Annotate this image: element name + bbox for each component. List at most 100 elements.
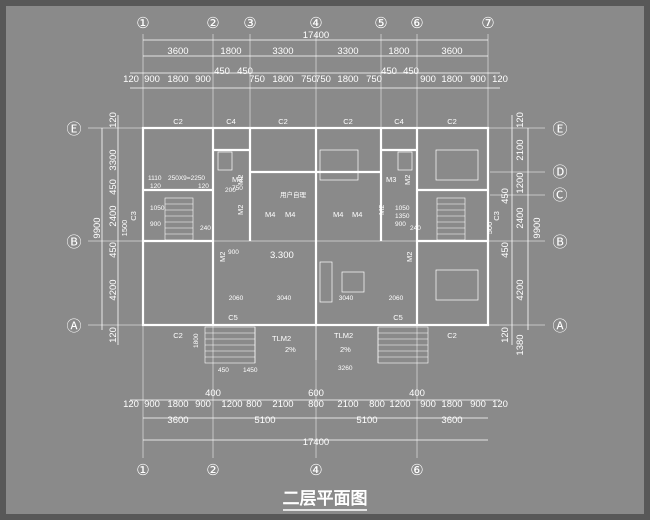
- axis-label: ①: [136, 462, 149, 479]
- dim: 450: [403, 66, 419, 77]
- dim: 450: [500, 242, 511, 258]
- dim: 450: [500, 188, 511, 204]
- dim: 750: [249, 74, 265, 85]
- misc-dim: 1050: [395, 205, 410, 212]
- dim: 1800: [388, 46, 409, 57]
- dim: 9900: [92, 217, 103, 238]
- stair-dim: 1110: [148, 175, 162, 182]
- dim: 750: [366, 74, 382, 85]
- dim: 750: [301, 74, 317, 85]
- stair-dim: 250X9=2250: [168, 175, 205, 182]
- terrace-slope: 2%: [340, 345, 351, 354]
- dim: 900: [144, 399, 160, 410]
- dim: 2400: [108, 205, 119, 226]
- dimension-lines: [101, 39, 529, 441]
- dim: 120: [492, 74, 508, 85]
- axis-label: ④: [309, 462, 322, 479]
- stair-dim: 200: [225, 187, 236, 194]
- dim: 3600: [167, 46, 188, 57]
- dim: 2100: [337, 399, 358, 410]
- door-label: M2: [377, 205, 386, 215]
- axis-label: Ⓑ: [552, 234, 567, 251]
- axis-label: ④: [309, 15, 322, 32]
- floor-level: 3.300: [270, 250, 294, 261]
- bottom-axes: ① ② ④ ⑥: [136, 462, 423, 479]
- misc-dim: 900: [228, 249, 239, 256]
- stairs: [164, 197, 466, 241]
- axis-label: ⑥: [410, 462, 423, 479]
- dim: 400: [409, 388, 425, 399]
- dim: 900: [420, 74, 436, 85]
- hall-dim: 3040: [277, 295, 292, 302]
- dim: 5100: [356, 415, 377, 426]
- dim-total: 17400: [303, 30, 329, 41]
- window-label: C2: [343, 117, 353, 126]
- axis-label: Ⓐ: [66, 318, 81, 335]
- dim: 120: [123, 74, 139, 85]
- misc-dim: 240: [410, 225, 421, 232]
- top-axes: ① ② ③ ④ ⑤ ⑥ ⑦: [136, 15, 494, 32]
- axis-label: ⑥: [410, 15, 423, 32]
- axis-label: Ⓔ: [552, 121, 567, 138]
- dim: 1800: [272, 74, 293, 85]
- dim: 1800: [167, 399, 188, 410]
- axis-label: ②: [206, 15, 219, 32]
- window-label: C2: [173, 331, 183, 340]
- dim: 120: [500, 327, 511, 343]
- dim: 3300: [337, 46, 358, 57]
- axis-label: Ⓐ: [552, 318, 567, 335]
- door-label: M2: [236, 205, 245, 215]
- terrace-door: TLM2: [272, 334, 291, 343]
- dim: 500: [485, 222, 494, 235]
- terrace-dim: 1450: [243, 367, 258, 374]
- bottom-dimensions: 400 600 400 120 900 1800 900 1200 800 21…: [123, 388, 508, 448]
- dim: 800: [308, 399, 324, 410]
- stair-dim: 120: [198, 183, 209, 190]
- dim: 600: [308, 388, 324, 399]
- dim: 3300: [272, 46, 293, 57]
- dim: 450: [237, 66, 253, 77]
- dim: 900: [470, 74, 486, 85]
- axis-label: ②: [206, 462, 219, 479]
- dim: 3600: [167, 415, 188, 426]
- dim: 3600: [441, 415, 462, 426]
- dim: 2100: [272, 399, 293, 410]
- terrace-dim: 3260: [338, 365, 353, 372]
- dim: 1800: [167, 74, 188, 85]
- dim: 900: [420, 399, 436, 410]
- window-label: C3: [129, 211, 138, 221]
- walls: [141, 126, 490, 327]
- axis-label: Ⓒ: [552, 187, 567, 204]
- dim: 1200: [389, 399, 410, 410]
- window-label: C2: [173, 117, 183, 126]
- balcony-note: 用户自理: [280, 190, 307, 199]
- window-label: C4: [226, 117, 236, 126]
- window-label: C2: [278, 117, 288, 126]
- top-dimensions: 17400 3600 1800 3300 3300 1800 3600 120 …: [123, 30, 508, 85]
- dim: 4200: [108, 279, 119, 300]
- dim: 1200: [515, 172, 526, 193]
- misc-dim: 900: [395, 221, 406, 228]
- left-axes: Ⓔ Ⓑ Ⓐ: [66, 121, 81, 335]
- dim: 2100: [515, 139, 526, 160]
- right-dimensions: 9900 120 2100 1200 450 2400 450 4200 138…: [485, 112, 543, 356]
- window-label: C4: [394, 117, 404, 126]
- dim: 4200: [515, 279, 526, 300]
- dim-total: 17400: [303, 437, 329, 448]
- hall-dim: 3040: [339, 295, 354, 302]
- drawing-title: 二层平面图: [283, 489, 368, 508]
- hall-dim: 2060: [229, 295, 244, 302]
- dim: 1200: [221, 399, 242, 410]
- axis-label: ①: [136, 15, 149, 32]
- dim: 800: [246, 399, 262, 410]
- terrace-slope: 2%: [285, 345, 296, 354]
- window-label: C2: [447, 331, 457, 340]
- dim: 1800: [220, 46, 241, 57]
- right-axes: Ⓔ Ⓓ Ⓒ Ⓑ Ⓐ: [552, 121, 567, 335]
- terrace-steps: [204, 325, 429, 364]
- door-label: M4: [352, 210, 362, 219]
- terrace-door: TLM2: [334, 331, 353, 340]
- dim: 1800: [441, 399, 462, 410]
